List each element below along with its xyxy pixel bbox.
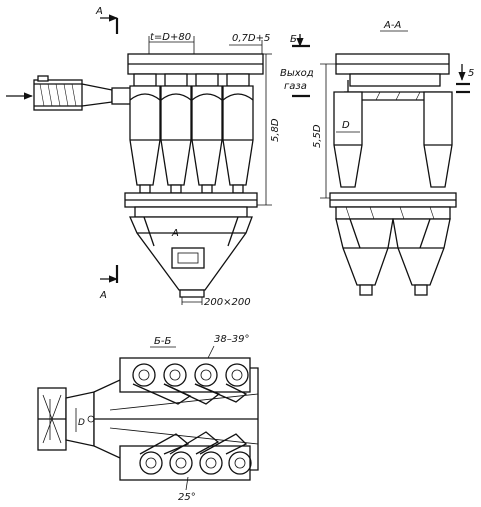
section-mark-a-top: A [95, 6, 119, 34]
cyclone-1 [129, 73, 161, 194]
gas-outlet-label-2: газа [284, 81, 307, 92]
front-height-dimension: 5,8D [250, 53, 281, 206]
angle-bottom-label: 25° [178, 492, 196, 503]
section-aa-title: А-А [383, 20, 401, 31]
side-marker: 5 [456, 64, 474, 94]
side-view-section-aa: А-А 5 D 5,5D [312, 20, 474, 296]
outlet-size-label: 200×200 [204, 297, 251, 308]
section-a-mid-label: A [171, 228, 179, 239]
side-height-label: 5,5D [312, 124, 323, 148]
front-height-label: 5,8D [270, 118, 281, 142]
plan-view-section-bb: Б-Б 38–39° D [37, 334, 259, 503]
inlet-duct [6, 75, 133, 111]
bottom-cyclone-row [139, 431, 252, 475]
section-a-top-label: A [95, 6, 103, 17]
section-a-bottom-label: A [99, 290, 107, 301]
cyclone-4 [222, 73, 254, 194]
gap-label: 0,7D+5 [232, 33, 270, 44]
section-mark-a-bottom: A [99, 265, 119, 301]
cyclone-2 [160, 73, 192, 194]
pitch-dimension: t=D+80 [148, 32, 195, 56]
svg-text:D: D [78, 418, 85, 428]
section-bb-title: Б-Б [154, 336, 171, 347]
front-view: A t=D+80 0,7D+5 Б Выход газа [6, 6, 314, 308]
cut-b-label: Б [290, 34, 297, 45]
angle-top-label: 38–39° [214, 334, 249, 345]
cyclone-3 [191, 73, 223, 194]
side-marker-label: 5 [468, 68, 474, 79]
gas-outlet-label-1: Выход [280, 68, 314, 79]
diameter-label: D [342, 120, 350, 131]
gap-dimension: 0,7D+5 [229, 33, 270, 56]
pitch-label: t=D+80 [150, 32, 191, 43]
section-mark-b: Б [290, 34, 310, 98]
outlet-dimension: 200×200 [181, 297, 251, 308]
side-height-dimension: 5,5D [312, 63, 340, 199]
